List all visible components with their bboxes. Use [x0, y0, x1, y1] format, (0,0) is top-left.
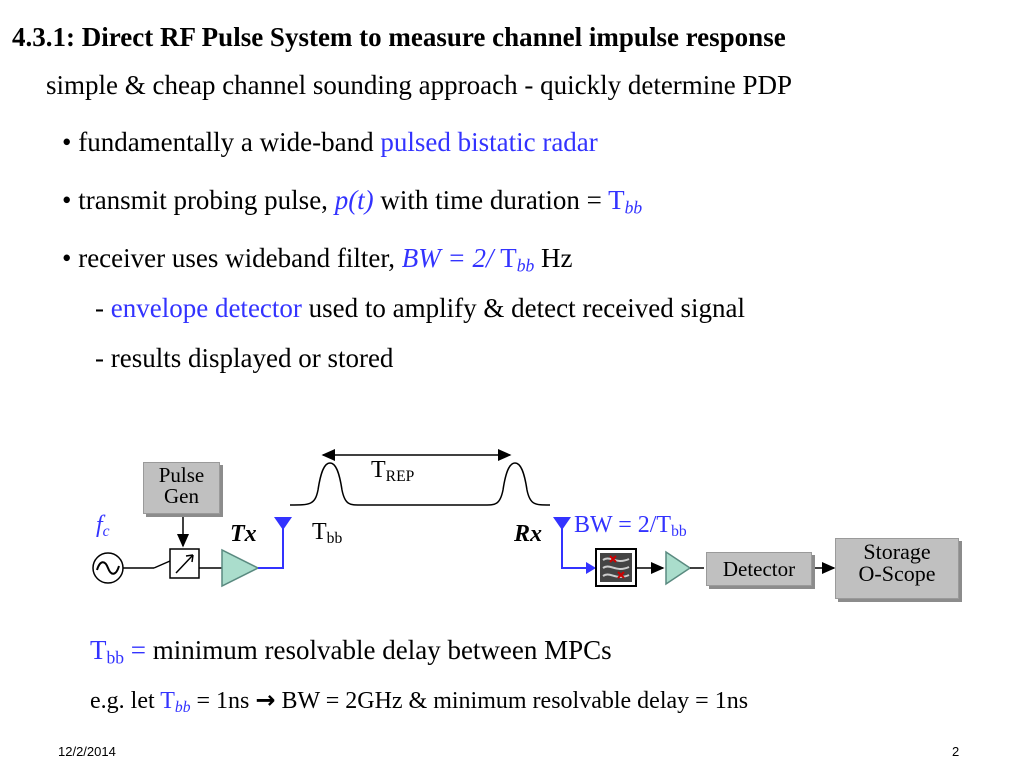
bullet-wideband: • fundamentally a wide-band pulsed bista…: [62, 127, 598, 158]
bullet-text: with time duration =: [373, 185, 609, 215]
bullet-text: Hz: [534, 243, 573, 273]
tbb-symbol: Tbb: [608, 185, 643, 218]
bullet-wideband-filter: • receiver uses wideband filter, BW = 2/…: [62, 243, 572, 276]
slide-title: 4.3.1: Direct RF Pulse System to measure…: [12, 22, 786, 52]
page-number: 2: [952, 744, 960, 759]
bullet-text: • transmit probing pulse,: [62, 185, 335, 215]
tx-feed: [258, 528, 284, 569]
sine-wave-icon: [96, 561, 120, 575]
tx-antenna-icon: [274, 517, 292, 530]
filter-wave-3: [602, 573, 630, 578]
rx-antenna-icon: [553, 517, 571, 530]
footer-date: 12/2/2014: [58, 744, 116, 759]
bullet-text: • fundamentally a wide-band: [62, 127, 381, 157]
slide-subtitle: simple & cheap channel sounding approach…: [46, 70, 793, 100]
carrier-frequency-label: fc: [96, 512, 110, 540]
rx-feed: [561, 528, 594, 569]
tx-label: Tx: [230, 521, 257, 547]
definition-line: Tbb = minimum resolvable delay between M…: [90, 635, 612, 668]
filter-cross-icon: [609, 555, 617, 563]
rx-amplifier-icon: [665, 550, 692, 586]
trep-label: TREP: [371, 457, 415, 485]
highlight-text: pulsed bistatic radar: [380, 127, 598, 157]
subbullet-results: - results displayed or stored: [95, 343, 394, 373]
switch-arrow-icon: [185, 554, 194, 563]
pulse-symbol: p(t): [334, 185, 374, 215]
bw-formula: BW = 2/: [401, 243, 501, 273]
tx-amplifier-icon: [221, 548, 260, 588]
highlight-text: envelope detector: [110, 293, 302, 323]
filter-cross-icon: [617, 571, 625, 579]
definition-text: minimum resolvable delay between MPCs: [152, 635, 612, 665]
tbb-symbol: Tbb =: [90, 635, 153, 668]
arrow-icon: →: [255, 686, 276, 714]
detector-box: Detector: [706, 552, 812, 586]
tbb-symbol: Tbb: [500, 243, 535, 276]
tbb-symbol: Tbb: [160, 688, 191, 716]
tbb-label: Tbb: [312, 519, 343, 547]
switch-icon: [153, 560, 171, 569]
rx-label: Rx: [514, 521, 543, 547]
example-line: e.g. let Tbb = 1ns → BW = 2GHz & minimum…: [90, 686, 749, 716]
bandwidth-label: BW = 2/Tbb: [574, 512, 687, 540]
bullet-probing-pulse: • transmit probing pulse, p(t) with time…: [62, 185, 642, 218]
filter-wave-2: [602, 565, 630, 570]
switch-diagonal: [175, 554, 194, 574]
rx-feed-arrow: [586, 562, 596, 574]
subbullet-envelope-detector: - envelope detector used to amplify & de…: [95, 293, 746, 323]
pulse-waveform: [289, 462, 551, 506]
bullet-text: • receiver uses wideband filter,: [62, 243, 402, 273]
